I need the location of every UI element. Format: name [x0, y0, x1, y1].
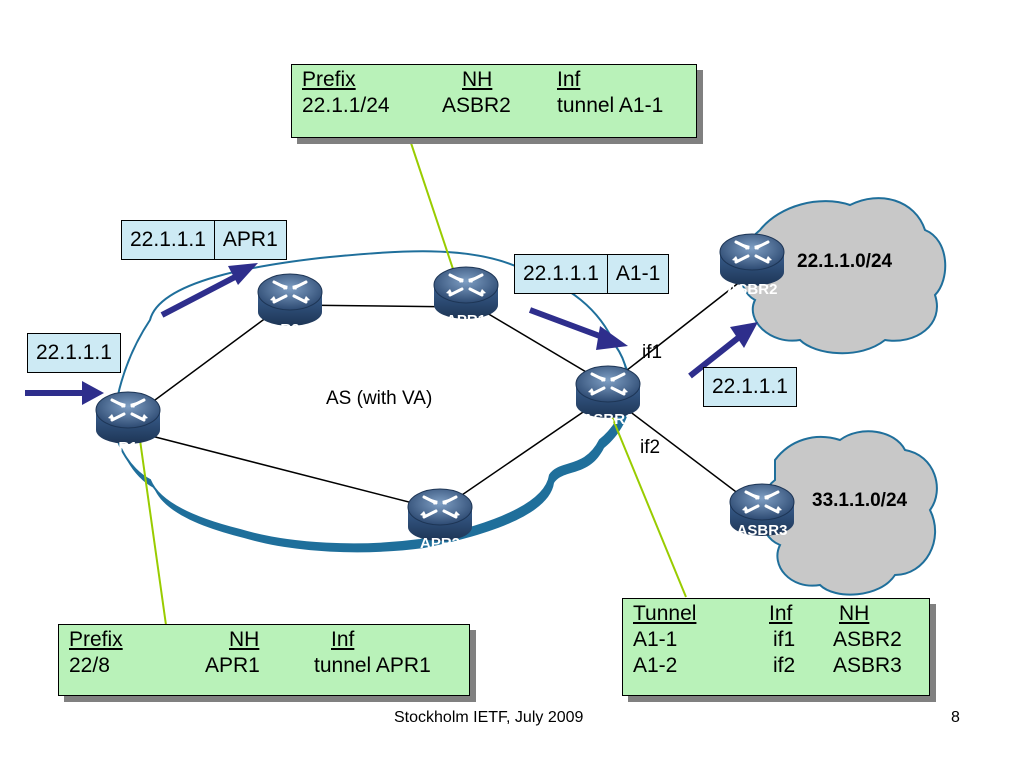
router-asbr2-label: ASBR2: [727, 281, 778, 298]
table-header: Prefix: [302, 68, 356, 91]
leader-r1: [139, 439, 167, 626]
table-cell: 22/8: [69, 654, 110, 677]
router-asbr1-label: ASBR1: [583, 411, 634, 428]
table-row: 22.1.1/24 ASBR2 tunnel A1-1: [292, 93, 696, 119]
page-number: 8: [951, 709, 960, 726]
as-label: AS (with VA): [326, 388, 433, 409]
router-r1[interactable]: R1: [94, 390, 162, 456]
table-header: NH: [839, 602, 870, 625]
router-asbr2[interactable]: ASBR2: [718, 232, 786, 298]
table-cell: ASBR2: [442, 94, 511, 117]
table-row: 22/8 APR1 tunnel APR1: [59, 653, 469, 679]
link-asbr1-asbr2: [607, 269, 756, 386]
table-header-row: Prefix NH Inf: [59, 627, 469, 653]
packet-address: 22.1.1.1: [523, 262, 599, 285]
table-header: Inf: [331, 628, 355, 651]
link-r1-apr2: [127, 429, 441, 511]
table-header: Inf: [769, 602, 793, 625]
interface-if1: if1: [642, 342, 663, 363]
router-apr2[interactable]: APR2: [406, 487, 474, 552]
packet-tag-ingress: 22.1.1.1: [27, 333, 121, 373]
router-r2[interactable]: R2: [256, 272, 324, 338]
table-asbr1: Tunnel Inf NH A1-1 if1 ASBR2 A1-2 if2 AS…: [622, 598, 930, 696]
table-header-row: Tunnel Inf NH: [623, 601, 929, 627]
table-r1: Prefix NH Inf 22/8 APR1 tunnel APR1: [58, 624, 470, 696]
leader-apr1: [409, 139, 461, 291]
packet-tag-asbr2: 22.1.1.1: [703, 367, 797, 407]
interface-if2: if2: [640, 437, 661, 458]
arrow-to-asbr1: [528, 307, 628, 350]
prefix-asbr3: 33.1.1.0/24: [812, 490, 908, 511]
table-cell: if1: [773, 628, 796, 651]
router-apr2-label: APR2: [420, 535, 460, 552]
router-asbr1[interactable]: ASBR1: [574, 364, 642, 428]
link-asbr1-asbr3: [607, 394, 761, 511]
asbr3-cloud: [759, 430, 938, 596]
table-cell: A1-1: [633, 628, 678, 651]
table-header: Inf: [557, 68, 581, 91]
table-row: A1-1 if1 ASBR2: [623, 627, 929, 653]
router-asbr3-label: ASBR3: [737, 522, 788, 539]
table-row: A1-2 if2 ASBR3: [623, 653, 929, 679]
asbr2-cloud: [739, 197, 947, 355]
router-asbr3[interactable]: ASBR3: [728, 482, 796, 539]
table-cell: APR1: [205, 654, 260, 677]
table-cell: if2: [773, 654, 796, 677]
leader-asbr1: [604, 399, 687, 598]
router-apr1[interactable]: APR1: [432, 265, 500, 329]
table-cell: ASBR2: [833, 628, 902, 651]
table-header: Tunnel: [633, 602, 697, 625]
table-cell: ASBR3: [833, 654, 902, 677]
table-cell: tunnel A1-1: [557, 94, 664, 117]
router-r2-label: R2: [280, 321, 299, 338]
arrow-to-apr1: [160, 263, 258, 318]
packet-address: 22.1.1.1: [36, 341, 112, 364]
footer-text: Stockholm IETF, July 2009: [394, 709, 584, 726]
table-header: NH: [462, 68, 493, 91]
prefix-asbr2: 22.1.1.0/24: [797, 251, 893, 272]
packet-address: 22.1.1.1: [130, 228, 206, 251]
packet-tag-r2: 22.1.1.1 APR1: [121, 220, 287, 260]
packet-label: APR1: [213, 221, 286, 259]
arrow-ingress: [25, 381, 104, 405]
link-apr2-asbr1: [439, 394, 609, 511]
table-cell: A1-2: [633, 654, 678, 677]
table-header: Prefix: [69, 628, 123, 651]
router-r1-label: R1: [118, 439, 137, 456]
table-apr1: Prefix NH Inf 22.1.1/24 ASBR2 tunnel A1-…: [291, 64, 697, 138]
table-cell: tunnel APR1: [314, 654, 431, 677]
table-header-row: Prefix NH Inf: [292, 67, 696, 93]
table-cell: 22.1.1/24: [302, 94, 390, 117]
router-apr1-label: APR1: [446, 312, 486, 329]
packet-tag-apr1: 22.1.1.1 A1-1: [514, 254, 670, 294]
packet-label: A1-1: [606, 255, 668, 293]
packet-address: 22.1.1.1: [712, 375, 788, 398]
table-header: NH: [229, 628, 260, 651]
arrow-to-asbr2: [688, 322, 758, 379]
